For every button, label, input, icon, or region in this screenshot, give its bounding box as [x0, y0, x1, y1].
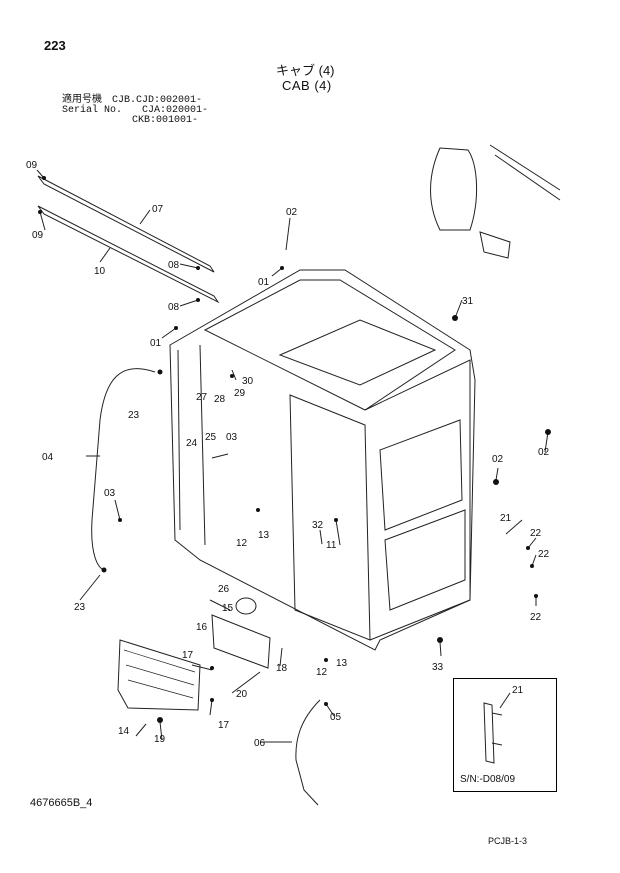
callout-16: 16 [196, 622, 208, 633]
callout-26: 26 [218, 584, 230, 595]
roof-panel [278, 319, 437, 386]
inset-serial-label: S/N:-D08/09 [460, 774, 516, 785]
callout-20: 20 [236, 689, 248, 700]
callout-30: 30 [242, 376, 254, 387]
cab-frame [169, 269, 476, 651]
callout-14: 14 [118, 726, 130, 737]
title-english: CAB (4) [282, 78, 332, 93]
detail-bracket [479, 231, 511, 259]
rail-10 [37, 205, 220, 304]
serial-line: Serial No. CJA:020001- [62, 105, 209, 116]
callout-11: 11 [326, 540, 337, 551]
callout-01: 01 [258, 277, 270, 288]
callout-24: 24 [186, 438, 198, 449]
callout-28: 28 [214, 394, 226, 405]
detail-rail [489, 144, 561, 201]
cab-interior-panel [379, 419, 463, 531]
callout-08: 08 [168, 302, 180, 313]
page-code: PCJB-1-3 [488, 836, 528, 846]
rail-07 [37, 175, 215, 273]
callout-05: 05 [330, 712, 342, 723]
callout-17: 17 [218, 720, 230, 731]
callout-09: 09 [26, 160, 38, 171]
callout-17: 17 [182, 650, 194, 661]
callout-01: 01 [150, 338, 162, 349]
callout-23: 23 [74, 602, 86, 613]
cab-front-pillar [177, 344, 206, 546]
callout-33: 33 [432, 662, 444, 673]
hose-04 [91, 368, 156, 571]
side-cover-14 [117, 639, 201, 711]
callout-21: 21 [500, 513, 512, 524]
cab-lower-panel [384, 509, 466, 611]
cable-06 [295, 699, 321, 806]
title-japanese: キャブ (4) [276, 63, 335, 78]
callout-22: 22 [538, 549, 550, 560]
callout-03: 03 [226, 432, 238, 443]
callout-09: 09 [32, 230, 44, 241]
inset-callout-21: 21 [512, 685, 524, 696]
callout-13: 13 [258, 530, 270, 541]
glass-16 [211, 614, 271, 669]
callout-22: 22 [530, 528, 542, 539]
callout-10: 10 [94, 266, 106, 277]
callout-03: 03 [104, 488, 116, 499]
bracket-21-variant [483, 702, 503, 764]
callout-02: 02 [492, 454, 504, 465]
seal-15 [235, 597, 257, 615]
callout-22: 22 [530, 612, 542, 623]
callout-06: 06 [254, 738, 266, 749]
cab-roof-frame [203, 279, 456, 411]
document-code: 4676665B_4 [30, 797, 93, 809]
callout-29: 29 [234, 388, 246, 399]
callout-31: 31 [462, 296, 474, 307]
callout-02: 02 [286, 207, 298, 218]
callout-02: 02 [538, 447, 550, 458]
callout-18: 18 [276, 663, 288, 674]
callout-27: 27 [196, 392, 208, 403]
callout-23: 23 [128, 410, 140, 421]
callout-07: 07 [152, 204, 164, 215]
callout-12: 12 [316, 667, 328, 678]
serial-line: 適用号機 CJB.CJD:002001- [62, 95, 203, 106]
callout-08: 08 [168, 260, 180, 271]
callout-15: 15 [222, 603, 234, 614]
cab-door-frame [289, 394, 371, 641]
callout-13: 13 [336, 658, 348, 669]
page-number: 223 [44, 38, 66, 53]
cab-rear-frame [364, 359, 471, 641]
serial-applicability: 適用号機 CJB.CJD:002001- Serial No. CJA:0200… [62, 96, 208, 126]
detail-glass-panel [430, 147, 477, 231]
callout-32: 32 [312, 520, 324, 531]
callout-12: 12 [236, 538, 248, 549]
callout-04: 04 [42, 452, 54, 463]
callout-19: 19 [154, 734, 166, 745]
serial-line: CKB:001001- [62, 115, 199, 126]
callout-25: 25 [205, 432, 217, 443]
serial-variant-inset: 21 S/N:-D08/09 [453, 678, 557, 792]
